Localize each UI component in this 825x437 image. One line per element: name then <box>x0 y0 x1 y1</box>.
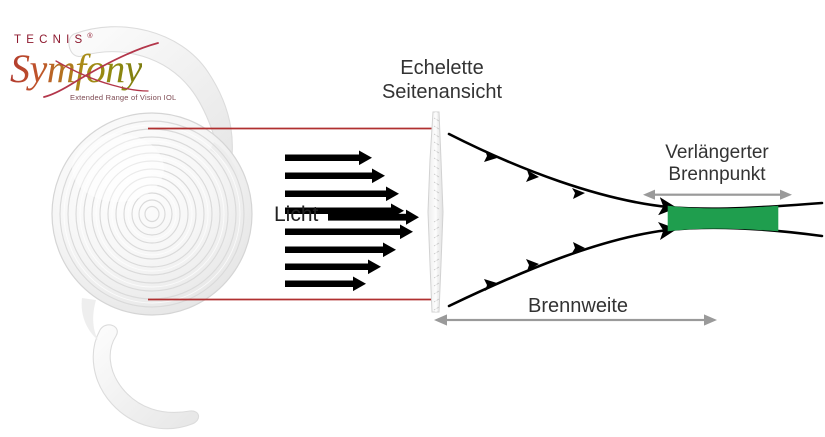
optic-highlight <box>72 134 164 202</box>
extended-focus-zone <box>667 205 779 232</box>
label-echelette-line2: Seitenansicht <box>381 80 503 103</box>
logo-tagline: Extended Range of Vision IOL <box>70 93 177 102</box>
label-focus-line2: Brennpunkt <box>668 164 766 186</box>
haptic-lower <box>92 324 200 430</box>
echelette-side-view <box>427 111 444 313</box>
label-focal-length: Brennweite <box>528 295 629 317</box>
light-arrow <box>285 186 399 202</box>
dimension-arrows <box>434 189 792 326</box>
label-focus-line1: Verlängerter <box>665 142 769 163</box>
label-extended-focus: Verlängerter Brennpunkt <box>637 142 797 187</box>
light-arrow <box>285 276 366 292</box>
optic-haptic-joint-lower <box>81 298 98 340</box>
echelette-rings-highlight <box>63 124 241 304</box>
label-echelette-line1: Echelette <box>400 57 484 79</box>
iol-lens-graphic <box>51 26 253 430</box>
light-arrow <box>285 259 381 275</box>
label-echelette: Echelette Seitenansicht <box>368 57 516 104</box>
light-arrows <box>285 150 419 292</box>
logo-registered-mark: ® <box>87 33 93 40</box>
logo-symfony-wordmark: Symfony <box>10 46 143 91</box>
focal-length-dimension <box>434 314 717 326</box>
focus-zone-shape <box>667 205 779 232</box>
tecnis-symfony-logo: TECNIS® Symfony Extended Range of Vision… <box>8 33 183 105</box>
light-arrow <box>285 150 372 166</box>
extended-focus-dimension <box>643 189 792 200</box>
light-arrow <box>285 168 385 184</box>
label-light: Licht <box>274 203 319 226</box>
logo-tecnis-wordmark: TECNIS® <box>14 33 93 46</box>
logo-swoosh <box>43 42 159 98</box>
optic-haptic-joint-upper <box>210 142 240 180</box>
optical-axis-lines <box>148 127 437 301</box>
light-arrow <box>328 209 419 225</box>
ray-direction-ticks <box>484 150 585 291</box>
light-arrow <box>285 242 396 258</box>
logo-tecnis-text: TECNIS <box>14 33 88 46</box>
optic-body <box>51 112 253 316</box>
ray-curve-lower <box>447 221 824 308</box>
light-arrow <box>285 224 413 240</box>
